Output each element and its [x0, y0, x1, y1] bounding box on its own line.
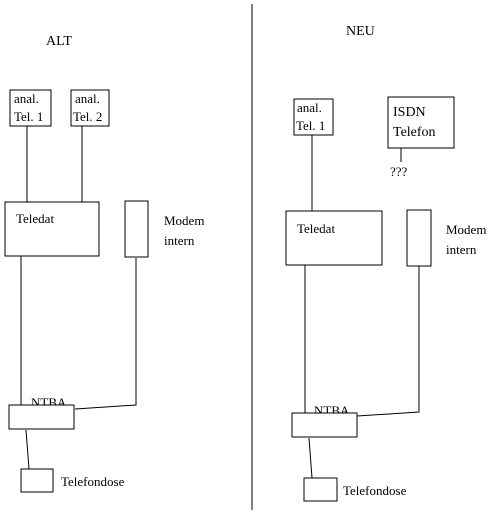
alt-teledat-label: Teledat: [16, 211, 54, 226]
alt-modem-line2: intern: [164, 233, 195, 248]
neu-isdn-line1: ISDN: [393, 105, 426, 120]
alt-ntba-to-socket: [25, 429, 30, 470]
alt-phone1-line1: anal.: [14, 91, 39, 106]
alt-ntba-box: [8, 404, 75, 430]
neu-teledat-box: [285, 210, 383, 266]
neu-unknown-label: ???: [390, 164, 408, 179]
alt-modem-box: [124, 200, 149, 258]
alt-modem-line1: Modem: [164, 213, 204, 228]
neu-isdn-phone: [387, 96, 455, 149]
alt-phone2-line2: Tel. 2: [73, 109, 102, 124]
neu-ntba-box: [291, 412, 358, 438]
neu-phone1-line2: Tel. 1: [296, 118, 325, 133]
neu-modem-to-ntba: [356, 266, 420, 417]
alt-modem-to-ntba: [74, 258, 137, 410]
alt-heading: ALT: [46, 34, 72, 49]
neu-teledat-label: Teledat: [297, 221, 335, 236]
neu-heading: NEU: [346, 24, 375, 39]
alt-teledat-box: [4, 201, 100, 257]
alt-phone1-line2: Tel. 1: [14, 109, 43, 124]
neu-modem-box: [406, 209, 432, 267]
alt-phone2-line1: anal.: [75, 91, 100, 106]
alt-analog-phone-1: [9, 89, 52, 127]
neu-ntba-to-socket: [308, 437, 313, 479]
alt-socket-label: Telefondose: [61, 474, 125, 489]
neu-socket-box: [303, 477, 338, 502]
neu-modem-line1: Modem: [446, 222, 486, 237]
neu-phone1-line1: anal.: [297, 100, 322, 115]
neu-analog-phone-1: [293, 98, 334, 136]
neu-modem-line2: intern: [446, 242, 477, 257]
alt-analog-phone-2: [70, 89, 110, 127]
neu-isdn-line2: Telefon: [393, 125, 436, 140]
neu-socket-label: Telefondose: [343, 483, 407, 498]
alt-socket-box: [20, 468, 54, 493]
